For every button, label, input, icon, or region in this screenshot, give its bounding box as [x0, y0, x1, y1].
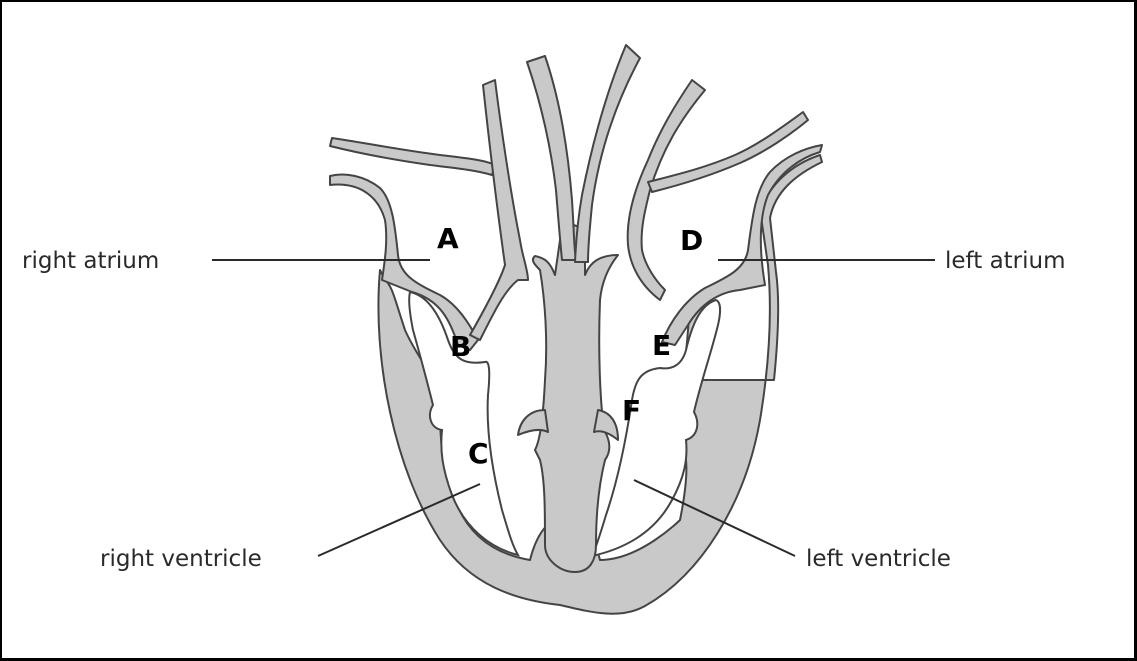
- pulmonary-vein-upper: [628, 80, 705, 300]
- letter-c: C: [468, 437, 489, 470]
- label-left-atrium: left atrium: [945, 248, 1066, 274]
- septum-nub-right: [518, 410, 548, 435]
- label-right-atrium: right atrium: [22, 248, 159, 274]
- letter-a: A: [437, 222, 459, 255]
- right-atrium-wall: [330, 175, 478, 351]
- letter-f: F: [622, 394, 641, 427]
- vena-cava-lower: [470, 80, 528, 340]
- vena-cava-upper: [330, 138, 495, 175]
- label-right-ventricle: right ventricle: [100, 546, 262, 572]
- label-left-ventricle: left ventricle: [806, 546, 951, 572]
- letter-e: E: [652, 329, 671, 362]
- letter-b: B: [450, 330, 471, 363]
- letter-d: D: [680, 224, 703, 257]
- pulmonary-trunk: [527, 56, 576, 260]
